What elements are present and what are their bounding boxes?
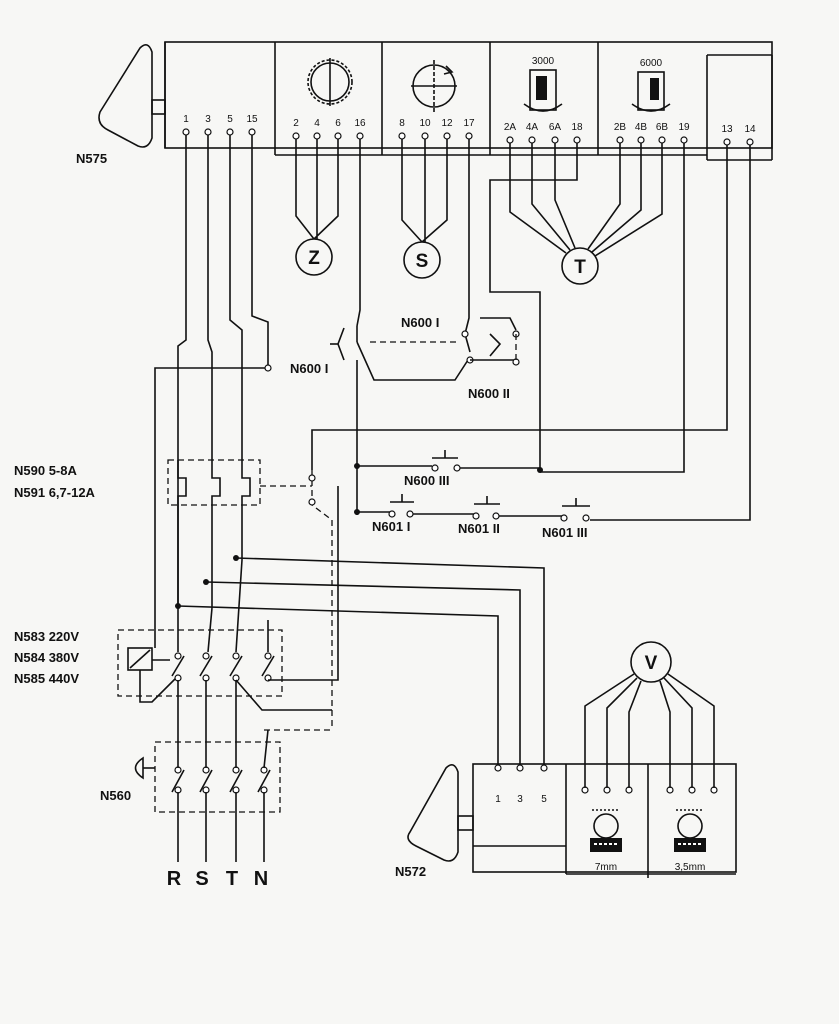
motor-t: T xyxy=(509,143,663,285)
terminal-label: 2B xyxy=(614,122,627,133)
motor-z-label: Z xyxy=(308,248,320,269)
terminal-label: 15 xyxy=(246,114,258,125)
n575-knob-icon xyxy=(98,44,166,148)
motor-v-label: V xyxy=(645,653,658,674)
n575-label: N575 xyxy=(76,151,107,166)
terminal-label: 1 xyxy=(183,114,189,125)
phase-s-label: S xyxy=(195,868,208,890)
speed-3000-label: 3000 xyxy=(532,56,555,67)
n601-buttons xyxy=(357,494,590,522)
speed-6000-icon xyxy=(631,71,671,112)
phase-t-label: T xyxy=(226,868,238,890)
phase-n-label: N xyxy=(254,868,268,890)
n600-iii-button xyxy=(357,450,543,473)
contactor xyxy=(117,486,339,711)
terminal-label: 2 xyxy=(293,118,299,129)
terminal-label: 8 xyxy=(399,118,405,129)
s-dial-icon xyxy=(411,60,457,112)
speed-3000-icon xyxy=(523,69,563,112)
phase-labels: R S T N xyxy=(167,868,268,890)
motor-t-label: T xyxy=(574,257,586,278)
terminal-label: 13 xyxy=(721,124,733,135)
n601-ii-label: N601 II xyxy=(458,521,500,536)
terminal-label: 6 xyxy=(335,118,341,129)
n601-i-label: N601 I xyxy=(372,519,410,534)
motor-v: V xyxy=(584,641,715,788)
motor-s-label: S xyxy=(416,251,429,272)
terminal-label: 5 xyxy=(541,794,547,805)
thickness-7mm-label: 7mm xyxy=(595,862,617,873)
n560-label: N560 xyxy=(100,788,131,803)
main-wiring xyxy=(154,135,751,640)
terminal-label: 6B xyxy=(656,122,669,133)
overload-label-2: N591 6,7-12A xyxy=(14,485,96,500)
overload-relay xyxy=(167,459,333,730)
speed-6000-label: 6000 xyxy=(640,58,663,69)
n600-iii-label: N600 III xyxy=(404,473,450,488)
terminal-label: 18 xyxy=(571,122,583,133)
n600-limit-switches xyxy=(330,317,520,515)
terminal-label: 19 xyxy=(678,122,690,133)
terminal-label: 2A xyxy=(504,122,517,133)
terminal-label: 5 xyxy=(227,114,233,125)
contactor-label-3: N585 440V xyxy=(14,671,79,686)
terminal-label: 1 xyxy=(495,794,501,805)
terminal-label: 16 xyxy=(354,118,366,129)
terminal-label: 4B xyxy=(635,122,648,133)
n600-ii-label: N600 II xyxy=(468,386,510,401)
n572-feed-wires xyxy=(175,555,545,764)
n600-i-right-label: N600 I xyxy=(401,315,439,330)
terminal-label: 4 xyxy=(314,118,320,129)
terminal-label: 17 xyxy=(463,118,475,129)
overload-label-1: N590 5-8A xyxy=(14,463,77,478)
contactor-label-2: N584 380V xyxy=(14,650,79,665)
n572-knob-icon xyxy=(407,764,474,862)
terminal-label: 3 xyxy=(517,794,523,805)
motor-s: S xyxy=(401,139,448,279)
n572-switch-housing xyxy=(472,763,737,878)
blade-7mm-icon xyxy=(590,809,622,852)
thickness-35mm-label: 3,5mm xyxy=(675,862,706,873)
motor-z: Z xyxy=(295,139,339,276)
blade-35mm-icon xyxy=(674,809,706,852)
z-dial-icon xyxy=(307,58,353,106)
contactor-label-1: N583 220V xyxy=(14,629,79,644)
n560-mains-switch xyxy=(134,680,332,862)
terminal-label: 6A xyxy=(549,122,562,133)
n572-label: N572 xyxy=(395,864,426,879)
terminal-label: 4A xyxy=(526,122,539,133)
top-terminal-labels: 1 3 5 15 2 4 6 16 8 10 12 17 2A 4A 6A 18… xyxy=(183,114,756,135)
terminal-label: 14 xyxy=(744,124,756,135)
terminal-label: 12 xyxy=(441,118,453,129)
n600-i-left-label: N600 I xyxy=(290,361,328,376)
n572-terminals xyxy=(494,764,718,794)
terminal-label: 10 xyxy=(419,118,431,129)
n601-iii-label: N601 III xyxy=(542,525,588,540)
phase-r-label: R xyxy=(167,868,182,890)
terminal-label: 3 xyxy=(205,114,211,125)
